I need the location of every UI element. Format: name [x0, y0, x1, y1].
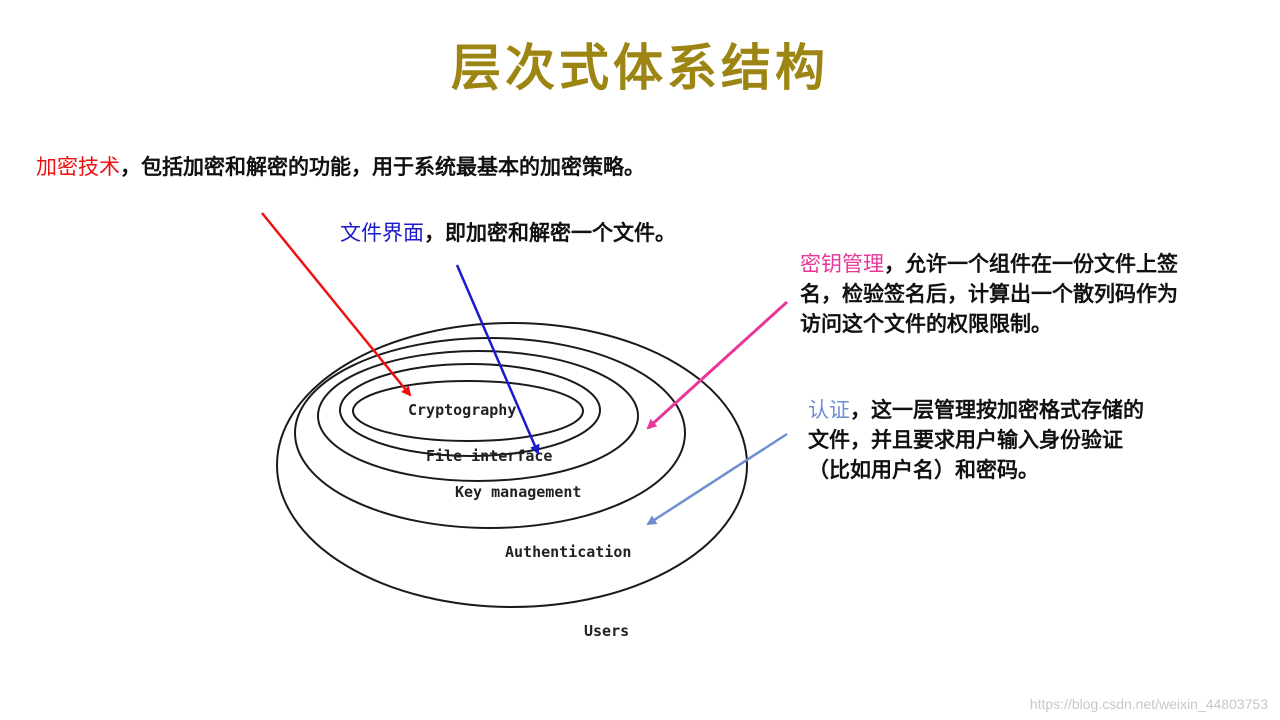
arrow-cryptography [261, 212, 412, 397]
cryptography-layer-ellipse [352, 380, 584, 442]
file-interface-layer-ellipse [339, 363, 601, 457]
label-key-management: Key management [455, 483, 581, 501]
label-cryptography: Cryptography [408, 401, 516, 419]
note-file-interface-term: 文件界面 [340, 221, 424, 245]
note-file-interface-text: ，即加密和解密一个文件。 [424, 220, 676, 245]
label-authentication: Authentication [505, 543, 631, 561]
note-cryptography: 加密技术，包括加密和解密的功能，用于系统最基本的加密策略。 [36, 152, 796, 182]
note-authentication-term: 认证 [808, 398, 850, 422]
label-file-interface: File interface [426, 447, 552, 465]
note-key-management-term: 密钥管理 [800, 252, 884, 276]
authentication-layer-ellipse [294, 337, 686, 529]
note-key-management-text: ，允许一个组件在一份文件上签名，检验签名后，计算出一个散列码作为访问这个文件的权… [800, 251, 1178, 336]
note-cryptography-term: 加密技术 [36, 155, 120, 179]
label-users: Users [584, 622, 629, 640]
watermark-url: https://blog.csdn.net/weixin_44803753 [1029, 696, 1268, 712]
note-file-interface: 文件界面，即加密和解密一个文件。 [340, 218, 760, 248]
page-title: 层次式体系结构 [451, 39, 829, 97]
arrow-authentication [646, 432, 788, 526]
arrow-file-interface [455, 264, 540, 455]
note-cryptography-text: ，包括加密和解密的功能，用于系统最基本的加密策略。 [120, 154, 645, 179]
users-layer-ellipse [276, 322, 748, 608]
note-authentication-text: ，这一层管理按加密格式存储的文件，并且要求用户输入身份验证（比如用户名）和密码。 [808, 397, 1144, 482]
note-authentication: 认证，这一层管理按加密格式存储的文件，并且要求用户输入身份验证（比如用户名）和密… [808, 395, 1153, 485]
key-management-layer-ellipse [317, 350, 639, 482]
note-key-management: 密钥管理，允许一个组件在一份文件上签名，检验签名后，计算出一个散列码作为访问这个… [800, 249, 1192, 339]
arrow-key-management [646, 300, 789, 430]
